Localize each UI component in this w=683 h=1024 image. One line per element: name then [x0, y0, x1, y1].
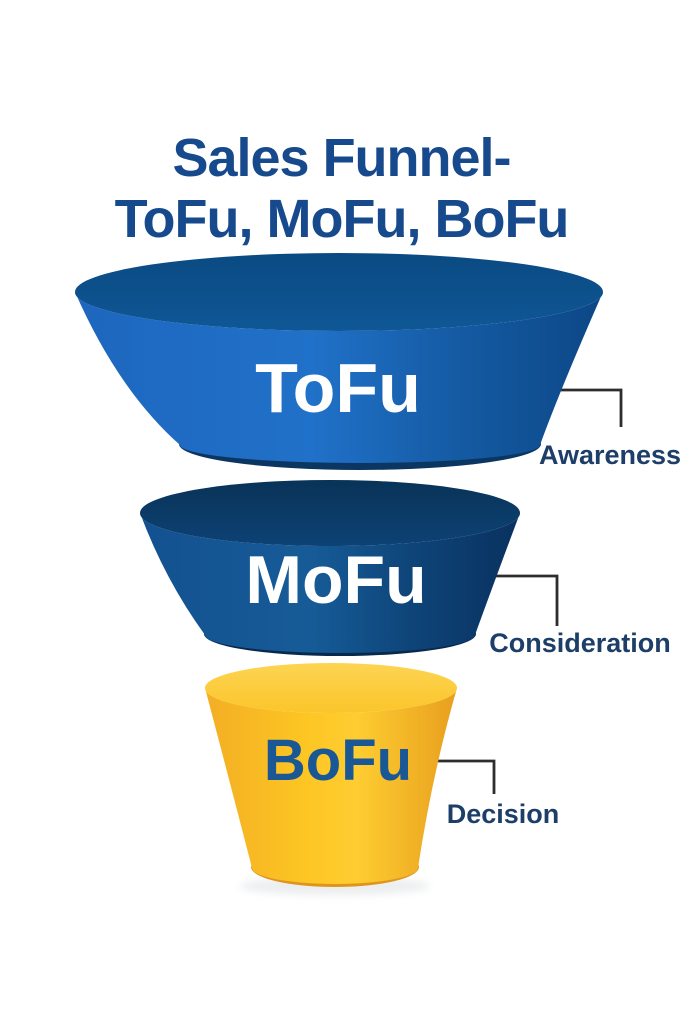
tier-bofu-top-surface: [205, 663, 457, 713]
page-title: Sales Funnel- ToFu, MoFu, BoFu: [0, 128, 683, 250]
mofu-label: MoFu: [245, 542, 426, 618]
tier-tofu-top-surface: [75, 253, 603, 331]
awareness-connector-line: [548, 388, 623, 427]
bofu-label: BoFu: [264, 728, 412, 793]
page-title-line-1: Sales Funnel-: [172, 128, 511, 189]
consideration-label: Consideration: [489, 628, 671, 658]
consideration-connector-line: [495, 574, 559, 626]
decision-label: Decision: [447, 799, 560, 829]
tier-mofu-top-surface: [140, 480, 520, 546]
tier-bofu: BoFu: [205, 663, 457, 887]
decision-connector-line: [434, 759, 496, 794]
tier-bofu-body: [205, 688, 457, 884]
tier-tofu-body: [75, 292, 603, 463]
page-title-line-2: ToFu, MoFu, BoFu: [114, 189, 570, 250]
tofu-label: ToFu: [255, 349, 421, 427]
tier-mofu-body: [140, 513, 520, 653]
tier-tofu: ToFu: [75, 253, 603, 470]
awareness-label: Awareness: [539, 440, 681, 470]
tier-mofu: MoFu: [140, 480, 520, 656]
